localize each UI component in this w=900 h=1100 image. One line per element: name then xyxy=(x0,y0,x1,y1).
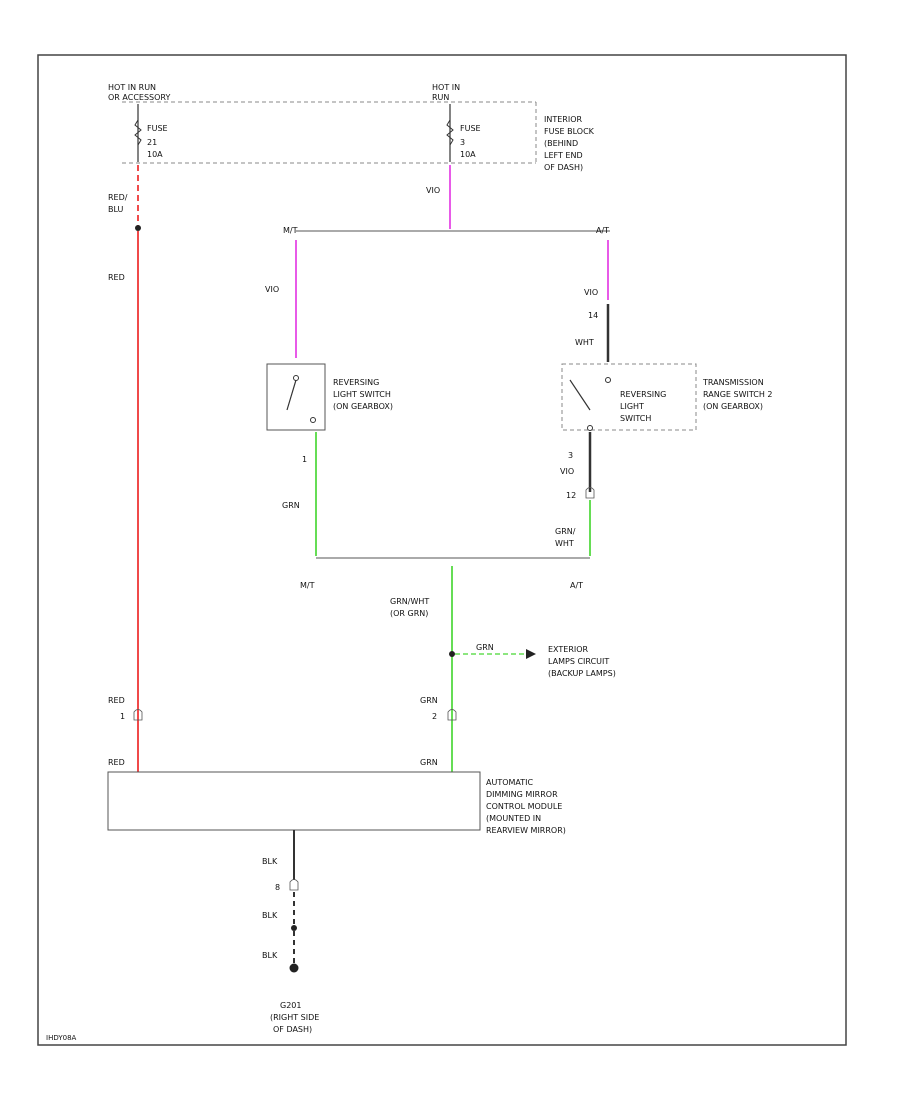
dimming-mirror-module: AUTOMATIC DIMMING MIRROR CONTROL MODULE … xyxy=(107,771,566,835)
diagram-code: IHDY08A xyxy=(46,1034,77,1042)
mt-switch-blade xyxy=(286,379,297,411)
red-splice-dot xyxy=(135,225,141,231)
red-lower-label-2: RED xyxy=(108,758,125,767)
diagram-frame xyxy=(37,54,847,1046)
rev-switch-at-label-2: LIGHT xyxy=(620,402,644,411)
module-connector-1 xyxy=(133,709,143,721)
blk-label-3: BLK xyxy=(262,951,278,960)
at-top-label: A/T xyxy=(596,226,609,235)
fuse-block-label-3: (BEHIND xyxy=(544,139,578,148)
hot-in-run-or-acc-label-1: HOT IN RUN xyxy=(108,83,156,92)
mt-reversing-switch: REVERSING LIGHT SWITCH (ON GEARBOX) xyxy=(266,363,393,431)
fuse-21-zigzag xyxy=(134,119,142,146)
exterior-lamps-label-2: LAMPS CIRCUIT xyxy=(548,657,609,666)
wht-label: WHT xyxy=(575,338,594,347)
rev-switch-at-label-3: SWITCH xyxy=(620,414,651,423)
grn-mt-label: GRN xyxy=(282,501,300,510)
at-switch-bottom-contact xyxy=(587,425,593,431)
module-label-3: CONTROL MODULE xyxy=(486,802,562,811)
at-connector-12 xyxy=(585,487,595,499)
at-switch-box-dashed xyxy=(561,363,697,431)
grn-wht-at-label-2: WHT xyxy=(555,539,574,548)
grn-wht-or-grn-label-1: GRN/WHT xyxy=(390,597,429,606)
ground-label-1: G201 xyxy=(280,1001,301,1010)
pin-1-mt-label: 1 xyxy=(302,455,307,464)
fuse-21-label-1: FUSE xyxy=(147,124,168,133)
vio-wht-mid-label: VIO xyxy=(560,467,574,476)
at-switch-blade xyxy=(569,379,591,411)
fuse-21-label-2: 21 xyxy=(147,138,157,147)
trans-range-label-2: RANGE SWITCH 2 xyxy=(703,390,773,399)
fuse-block-label-4: LEFT END xyxy=(544,151,583,160)
red-lower-label-1: RED xyxy=(108,696,125,705)
hot-in-run-label-2: RUN xyxy=(432,93,449,102)
mt-top-label: M/T xyxy=(283,226,298,235)
red-blu-label-1: RED/ xyxy=(108,193,128,202)
red-circuit: RED/ BLU RED RED 1 RED xyxy=(108,165,143,772)
vio-top-label: VIO xyxy=(426,186,440,195)
fuse-3-label-3: 10A xyxy=(460,150,476,159)
rev-switch-at-label-1: REVERSING xyxy=(620,390,666,399)
rev-switch-mt-label-2: LIGHT SWITCH xyxy=(333,390,391,399)
red-blu-label-2: BLU xyxy=(108,205,124,214)
hot-in-run-label-1: HOT IN xyxy=(432,83,460,92)
module-label-5: REARVIEW MIRROR) xyxy=(486,826,566,835)
module-label-1: AUTOMATIC xyxy=(486,778,534,787)
grn-lower-label-1: GRN xyxy=(420,696,438,705)
fuse-3-label-1: FUSE xyxy=(460,124,481,133)
fuse-block-label-1: INTERIOR xyxy=(544,115,583,124)
ground-label-3: OF DASH) xyxy=(273,1025,312,1034)
blk-label-1: BLK xyxy=(262,857,278,866)
ground-connector-8 xyxy=(289,879,299,891)
module-pin-2-label: 2 xyxy=(432,712,437,721)
mt-switch-bottom-contact xyxy=(310,417,316,423)
grn-branch-label: GRN xyxy=(476,643,494,652)
ground-splice-dot xyxy=(291,925,297,931)
mt-switch-box xyxy=(266,363,326,431)
grn-wht-or-grn-label-2: (OR GRN) xyxy=(390,609,428,618)
fuse-3-zigzag xyxy=(446,119,454,146)
pin-12-label: 12 xyxy=(566,491,576,500)
at-bottom-label: A/T xyxy=(570,581,583,590)
vio-mt-label: VIO xyxy=(265,285,279,294)
ground-label-2: (RIGHT SIDE xyxy=(270,1013,319,1022)
branch-arrow-icon xyxy=(526,649,536,659)
blk-label-2: BLK xyxy=(262,911,278,920)
module-connector-2 xyxy=(447,709,457,721)
at-reversing-switch: REVERSING LIGHT SWITCH TRANSMISSION RANG… xyxy=(561,363,773,431)
exterior-lamps-label-1: EXTERIOR xyxy=(548,645,589,654)
grn-lower-label-2: GRN xyxy=(420,758,438,767)
rev-switch-mt-label-1: REVERSING xyxy=(333,378,379,387)
green-circuit: 1 GRN 3 VIO 12 GRN/ WHT M/T A/T GRN/WHT … xyxy=(282,432,616,772)
hot-in-run-or-acc-label-2: OR ACCESSORY xyxy=(108,93,170,102)
trans-range-label-1: TRANSMISSION xyxy=(702,378,764,387)
mt-bottom-label: M/T xyxy=(300,581,315,590)
pin-14-label: 14 xyxy=(588,311,598,320)
ground-pin-8-label: 8 xyxy=(275,883,280,892)
ground-circuit: BLK 8 BLK BLK G201 (RIGHT SIDE OF DASH) xyxy=(262,830,319,1034)
module-pin-1-label: 1 xyxy=(120,712,125,721)
module-label-4: (MOUNTED IN xyxy=(486,814,541,823)
ground-point-icon xyxy=(289,963,299,973)
trans-range-label-3: (ON GEARBOX) xyxy=(703,402,763,411)
at-switch-top-contact xyxy=(605,377,611,383)
grn-wht-at-label-1: GRN/ xyxy=(555,527,576,536)
red-label: RED xyxy=(108,273,125,282)
fuse-21-label-3: 10A xyxy=(147,150,163,159)
fuse-block: HOT IN RUN OR ACCESSORY HOT IN RUN FUSE … xyxy=(108,83,595,172)
module-label-2: DIMMING MIRROR xyxy=(486,790,558,799)
pin-3-at-label: 3 xyxy=(568,451,573,460)
fuse-block-label-5: OF DASH) xyxy=(544,163,583,172)
violet-circuit: VIO M/T A/T VIO VIO 14 WHT xyxy=(265,165,610,362)
fuse-3-label-2: 3 xyxy=(460,138,465,147)
module-box xyxy=(107,771,481,831)
grn-splice-dot xyxy=(449,651,455,657)
fuse-block-label-2: FUSE BLOCK xyxy=(544,127,595,136)
rev-switch-mt-label-3: (ON GEARBOX) xyxy=(333,402,393,411)
exterior-lamps-label-3: (BACKUP LAMPS) xyxy=(548,669,616,678)
vio-at-label: VIO xyxy=(584,288,598,297)
